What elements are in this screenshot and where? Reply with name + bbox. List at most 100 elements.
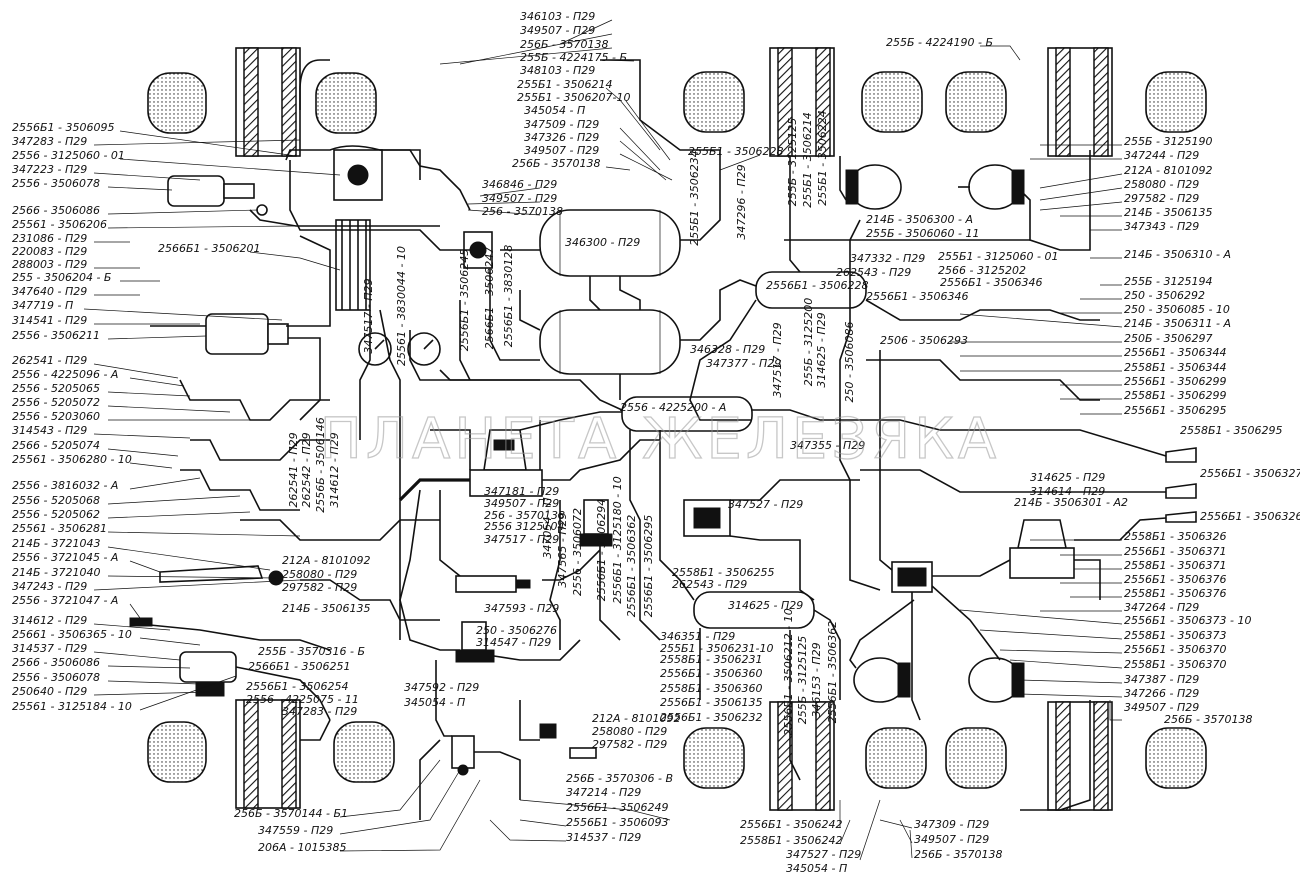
part-label: 256Б - 3570144 - Б1 — [234, 807, 348, 820]
part-label: 347719 - П — [12, 299, 73, 312]
part-label-rotated: 262541 - П29 — [287, 432, 300, 507]
part-label: 347243 - П29 — [12, 580, 87, 593]
part-label: 314612 - П29 — [12, 614, 87, 627]
air-receiver-upper — [539, 209, 681, 277]
brake-chamber-rear-right-1 — [845, 164, 902, 210]
leader-lines — [83, 19, 1123, 861]
part-label-rotated: 250 - 3506086 — [843, 322, 856, 403]
part-label-rotated: 255Б1 - 3506214 — [801, 112, 814, 208]
part-label: 2558Б1 - 3506376 — [1124, 587, 1227, 600]
part-label-rotated: 2556Б1 - 3506245 — [458, 249, 471, 352]
part-label: 314541 - П29 — [12, 314, 87, 327]
wheel-rear-right-1 — [945, 47, 1207, 157]
part-label: 314625 - П29 — [728, 599, 803, 612]
part-label-rotated: 2556Б1 - 3830128 — [502, 245, 515, 348]
part-label: 2556 - 5205065 — [12, 382, 100, 395]
part-label: 347264 - П29 — [1124, 601, 1199, 614]
part-label: 2556Б1 - 3506299 — [1124, 375, 1227, 388]
part-label: 2566Б1 - 3506201 — [158, 242, 261, 255]
pressure-regulator — [579, 499, 613, 547]
connector-head-left — [129, 617, 153, 627]
part-label: 346846 - П29 — [482, 178, 557, 191]
part-label: 2556 - 5203060 — [12, 410, 100, 423]
part-label: 255Б1 - 3506207-10 — [517, 91, 630, 104]
part-label: 347214 - П29 — [566, 786, 641, 799]
part-label: 255Б - 3125194 — [1124, 275, 1213, 288]
pipelines — [149, 59, 1167, 820]
dryer-column — [335, 219, 371, 311]
part-label: 349507 - П29 — [482, 192, 557, 205]
part-label-rotated: 347517 - П29 — [771, 322, 784, 397]
part-label: 25661 - 3506365 - 10 — [12, 628, 132, 641]
part-label: 347517 - П29 — [484, 533, 559, 546]
part-label: 2558Б1 - 3506295 — [1180, 424, 1283, 437]
part-label: 348103 - П29 — [520, 64, 595, 77]
part-label: 347593 - П29 — [484, 602, 559, 615]
part-label: 256Б - 3570138 — [914, 848, 1003, 861]
part-label: 2558Б1 - 3506242 — [740, 834, 843, 847]
part-label: 2558Б1 - 3506373 — [1124, 629, 1227, 642]
part-label: 314537 - П29 — [566, 831, 641, 844]
part-label: 262543 - П29 — [836, 266, 911, 279]
part-label: 2556Б1 - 3506346 — [866, 290, 969, 303]
part-label: 256Б - 3570138 — [1164, 713, 1253, 726]
part-label: 2558Б1 - 3506255 — [672, 566, 775, 579]
part-label: 250 - 3506276 — [476, 624, 557, 637]
drain-valve-bottom — [451, 735, 475, 776]
part-label-rotated: 255Б1 - 3506234 — [688, 150, 701, 246]
part-label: 349507 - П29 — [484, 497, 559, 510]
part-label: 214Б - 3506311 - А — [1124, 317, 1231, 330]
part-label: 231086 - П29 — [12, 232, 87, 245]
part-label: 258080 - П29 — [1124, 178, 1199, 191]
part-label: 25561 - 3506206 — [12, 218, 107, 231]
part-label: 2556Б1 - 3506093 — [566, 816, 669, 829]
air-receiver-right — [755, 271, 867, 309]
wheel-front-left-lower — [147, 699, 395, 809]
part-label: 347326 - П29 — [524, 131, 599, 144]
part-label: 258080 - П29 — [282, 568, 357, 581]
part-label: 25561 - 3506281 — [12, 522, 107, 535]
air-receiver-center — [621, 396, 753, 432]
part-label: 262541 - П29 — [12, 354, 87, 367]
part-label: 2556Б1 - 3506242 — [740, 818, 843, 831]
part-label: 250Б - 3506297 — [1124, 332, 1213, 345]
part-label: 2556 - 5205072 — [12, 396, 100, 409]
brake-valve-center — [469, 429, 543, 497]
part-label-rotated: 347054 - П — [541, 497, 554, 558]
part-label: 345054 - П — [404, 696, 465, 709]
part-label: 212А - 8101092 — [592, 712, 680, 725]
part-label: 2556 - 3506078 — [12, 671, 100, 684]
part-label-rotated: 255Б - 3125200 — [802, 298, 815, 387]
part-label-rotated: 2556Б1 - 3506362 — [826, 621, 839, 724]
part-label: 347244 - П29 — [1124, 149, 1199, 162]
part-label: 2558Б1 - 3506370 — [1124, 658, 1227, 671]
part-label: 349507 - П29 — [914, 833, 989, 846]
part-label: 255Б1 - 3506231-10 — [660, 642, 773, 655]
part-label: 345054 - П — [524, 104, 585, 117]
part-label: 346328 - П29 — [690, 343, 765, 356]
part-label: 2556Б1 - 3506295 — [1124, 404, 1227, 417]
part-label: 347266 - П29 — [1124, 687, 1199, 700]
part-label: 314547 - П29 — [476, 636, 551, 649]
part-label: 349507 - П29 — [520, 24, 595, 37]
relay-valve-bottom — [891, 561, 933, 593]
part-label: 347283 - П29 — [282, 705, 357, 718]
part-label: 220083 - П29 — [12, 245, 87, 258]
part-label: 346300 - П29 — [565, 236, 640, 249]
part-label: 2558Б1 - 3506371 — [1124, 559, 1227, 572]
part-label-rotated: 214Б - 3506301 - А2 — [1014, 496, 1128, 509]
part-label: 347527 - П29 — [786, 848, 861, 861]
part-label: 250 - 3506085 - 10 — [1124, 303, 1230, 316]
part-label: 2558Б1 - 3506299 — [1124, 389, 1227, 402]
part-label: 347559 - П29 — [258, 824, 333, 837]
part-label: 250640 - П29 — [12, 685, 87, 698]
part-label: 2556Б1 - 3506135 — [660, 696, 763, 709]
part-label-rotated: 2556Б1 - 3506362 — [625, 515, 638, 618]
part-label: 297582 - П29 — [282, 581, 357, 594]
part-label: 2556 - 4225075 - 11 — [246, 693, 359, 706]
brake-chamber-rear-right-2b — [968, 657, 1025, 703]
part-label: 347387 - П29 — [1124, 673, 1199, 686]
part-label: 2558Б1 - 3506360 — [660, 682, 763, 695]
